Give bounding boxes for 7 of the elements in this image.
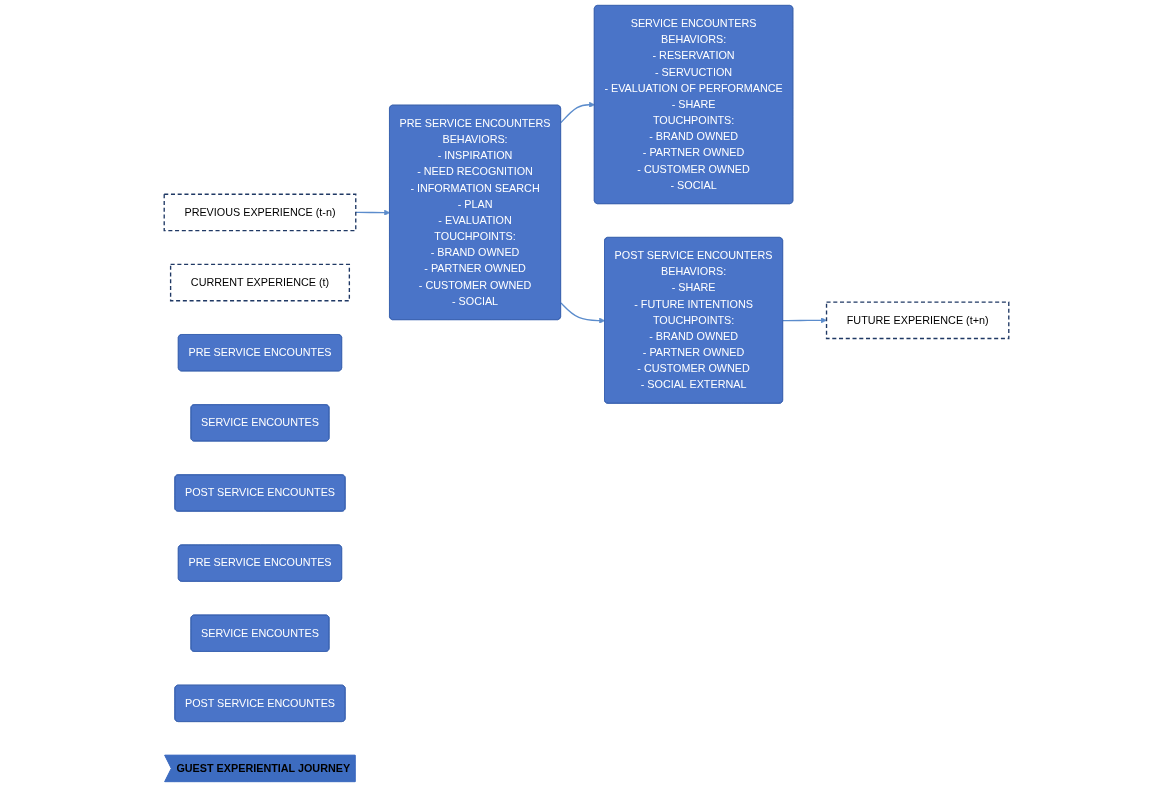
arrow — [560, 101, 595, 124]
arrow — [560, 302, 606, 324]
arrow — [782, 317, 827, 324]
node-box: CURRENT EXPERIENCE (t) — [169, 263, 351, 302]
arrow — [355, 209, 391, 216]
node-box: FUTURE EXPERIENCE (t+n) — [825, 301, 1010, 340]
node-box: PREVIOUS EXPERIENCE (t-n) — [163, 193, 357, 232]
